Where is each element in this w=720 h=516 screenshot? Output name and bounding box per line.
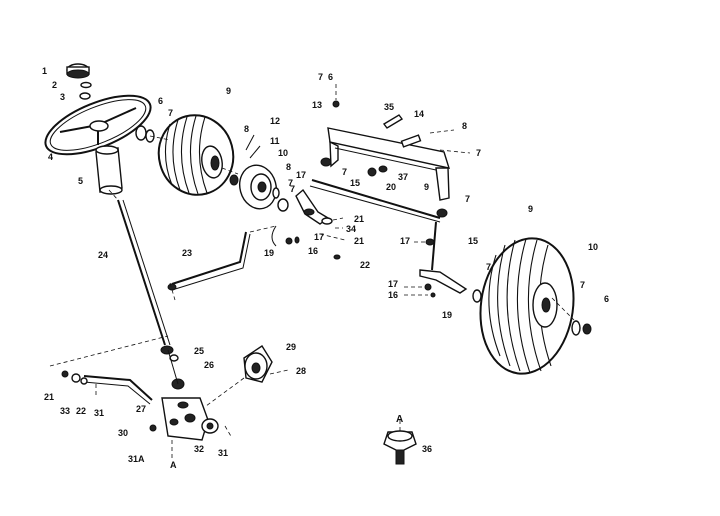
label-31A: 31A	[128, 454, 145, 464]
label-7: 7	[318, 72, 323, 82]
label-35: 35	[384, 102, 394, 112]
label-5: 5	[78, 176, 83, 186]
label-21: 21	[354, 214, 364, 224]
part-labels: 1 2 3 4 5 6 7 9 8 12 11 10 8 7 7 6 13 35…	[42, 66, 609, 470]
label-4: 4	[48, 152, 53, 162]
label-19: 19	[442, 310, 452, 320]
label-6: 6	[158, 96, 163, 106]
label-6: 6	[328, 72, 333, 82]
label-2: 2	[52, 80, 57, 90]
label-25: 25	[194, 346, 204, 356]
label-6: 6	[604, 294, 609, 304]
reference-lines	[49, 225, 401, 458]
label-20: 20	[386, 182, 396, 192]
label-7: 7	[476, 148, 481, 158]
label-16: 16	[388, 290, 398, 300]
label-17: 17	[314, 232, 324, 242]
label-22: 22	[76, 406, 86, 416]
label-1: 1	[42, 66, 47, 76]
label-12: 12	[270, 116, 280, 126]
label-34: 34	[346, 224, 356, 234]
steering-shaft	[108, 189, 174, 355]
left-front-wheel	[157, 114, 235, 196]
label-9: 9	[424, 182, 429, 192]
label-22: 22	[360, 260, 370, 270]
label-7: 7	[580, 280, 585, 290]
label-9: 9	[528, 204, 533, 214]
label-14: 14	[414, 109, 424, 119]
right-spindle	[404, 221, 482, 303]
sector-gear	[205, 345, 289, 407]
label-21: 21	[44, 392, 54, 402]
label-31: 31	[218, 448, 228, 458]
label-7: 7	[288, 178, 293, 188]
right-front-wheel	[479, 237, 592, 375]
steering-gear	[161, 349, 219, 441]
label-19: 19	[264, 248, 274, 258]
label-10: 10	[278, 148, 288, 158]
label-10: 10	[588, 242, 598, 252]
label-29: 29	[286, 342, 296, 352]
label-13: 13	[312, 100, 322, 110]
label-33: 33	[60, 406, 70, 416]
label-37: 37	[398, 172, 408, 182]
left-spindle	[271, 188, 346, 260]
label-21: 21	[354, 236, 364, 246]
label-11: 11	[270, 136, 280, 146]
label-27: 27	[136, 404, 146, 414]
label-28: 28	[296, 366, 306, 376]
label-8: 8	[286, 162, 291, 172]
drag-link	[167, 231, 251, 291]
steering-cap	[66, 63, 92, 100]
label-15: 15	[350, 178, 360, 188]
label-23: 23	[182, 248, 192, 258]
label-3: 3	[60, 92, 65, 102]
label-9: 9	[226, 86, 231, 96]
label-7: 7	[290, 184, 295, 194]
label-26: 26	[204, 360, 214, 370]
label-30: 30	[118, 428, 128, 438]
label-31: 31	[94, 408, 104, 418]
hub-parts	[221, 134, 289, 212]
label-17: 17	[400, 236, 410, 246]
label-A: A	[170, 460, 177, 470]
label-7: 7	[465, 194, 470, 204]
label-8: 8	[244, 124, 249, 134]
label-7: 7	[168, 108, 173, 118]
label-16: 16	[308, 246, 318, 256]
pitman-arm	[61, 370, 157, 432]
steering-column-bushing	[95, 145, 123, 195]
washer-group-left	[135, 125, 171, 143]
label-24: 24	[98, 250, 108, 260]
axle-pin	[332, 84, 471, 154]
tie-rod	[309, 179, 448, 223]
label-36: 36	[422, 444, 432, 454]
label-17: 17	[388, 279, 398, 289]
label-A: A	[396, 414, 403, 425]
label-7: 7	[486, 262, 491, 272]
label-8: 8	[462, 121, 467, 131]
bolt-36	[383, 430, 417, 465]
label-15: 15	[468, 236, 478, 246]
label-7: 7	[342, 167, 347, 177]
label-32: 32	[194, 444, 204, 454]
front-axle	[320, 127, 451, 201]
label-17: 17	[296, 170, 306, 180]
